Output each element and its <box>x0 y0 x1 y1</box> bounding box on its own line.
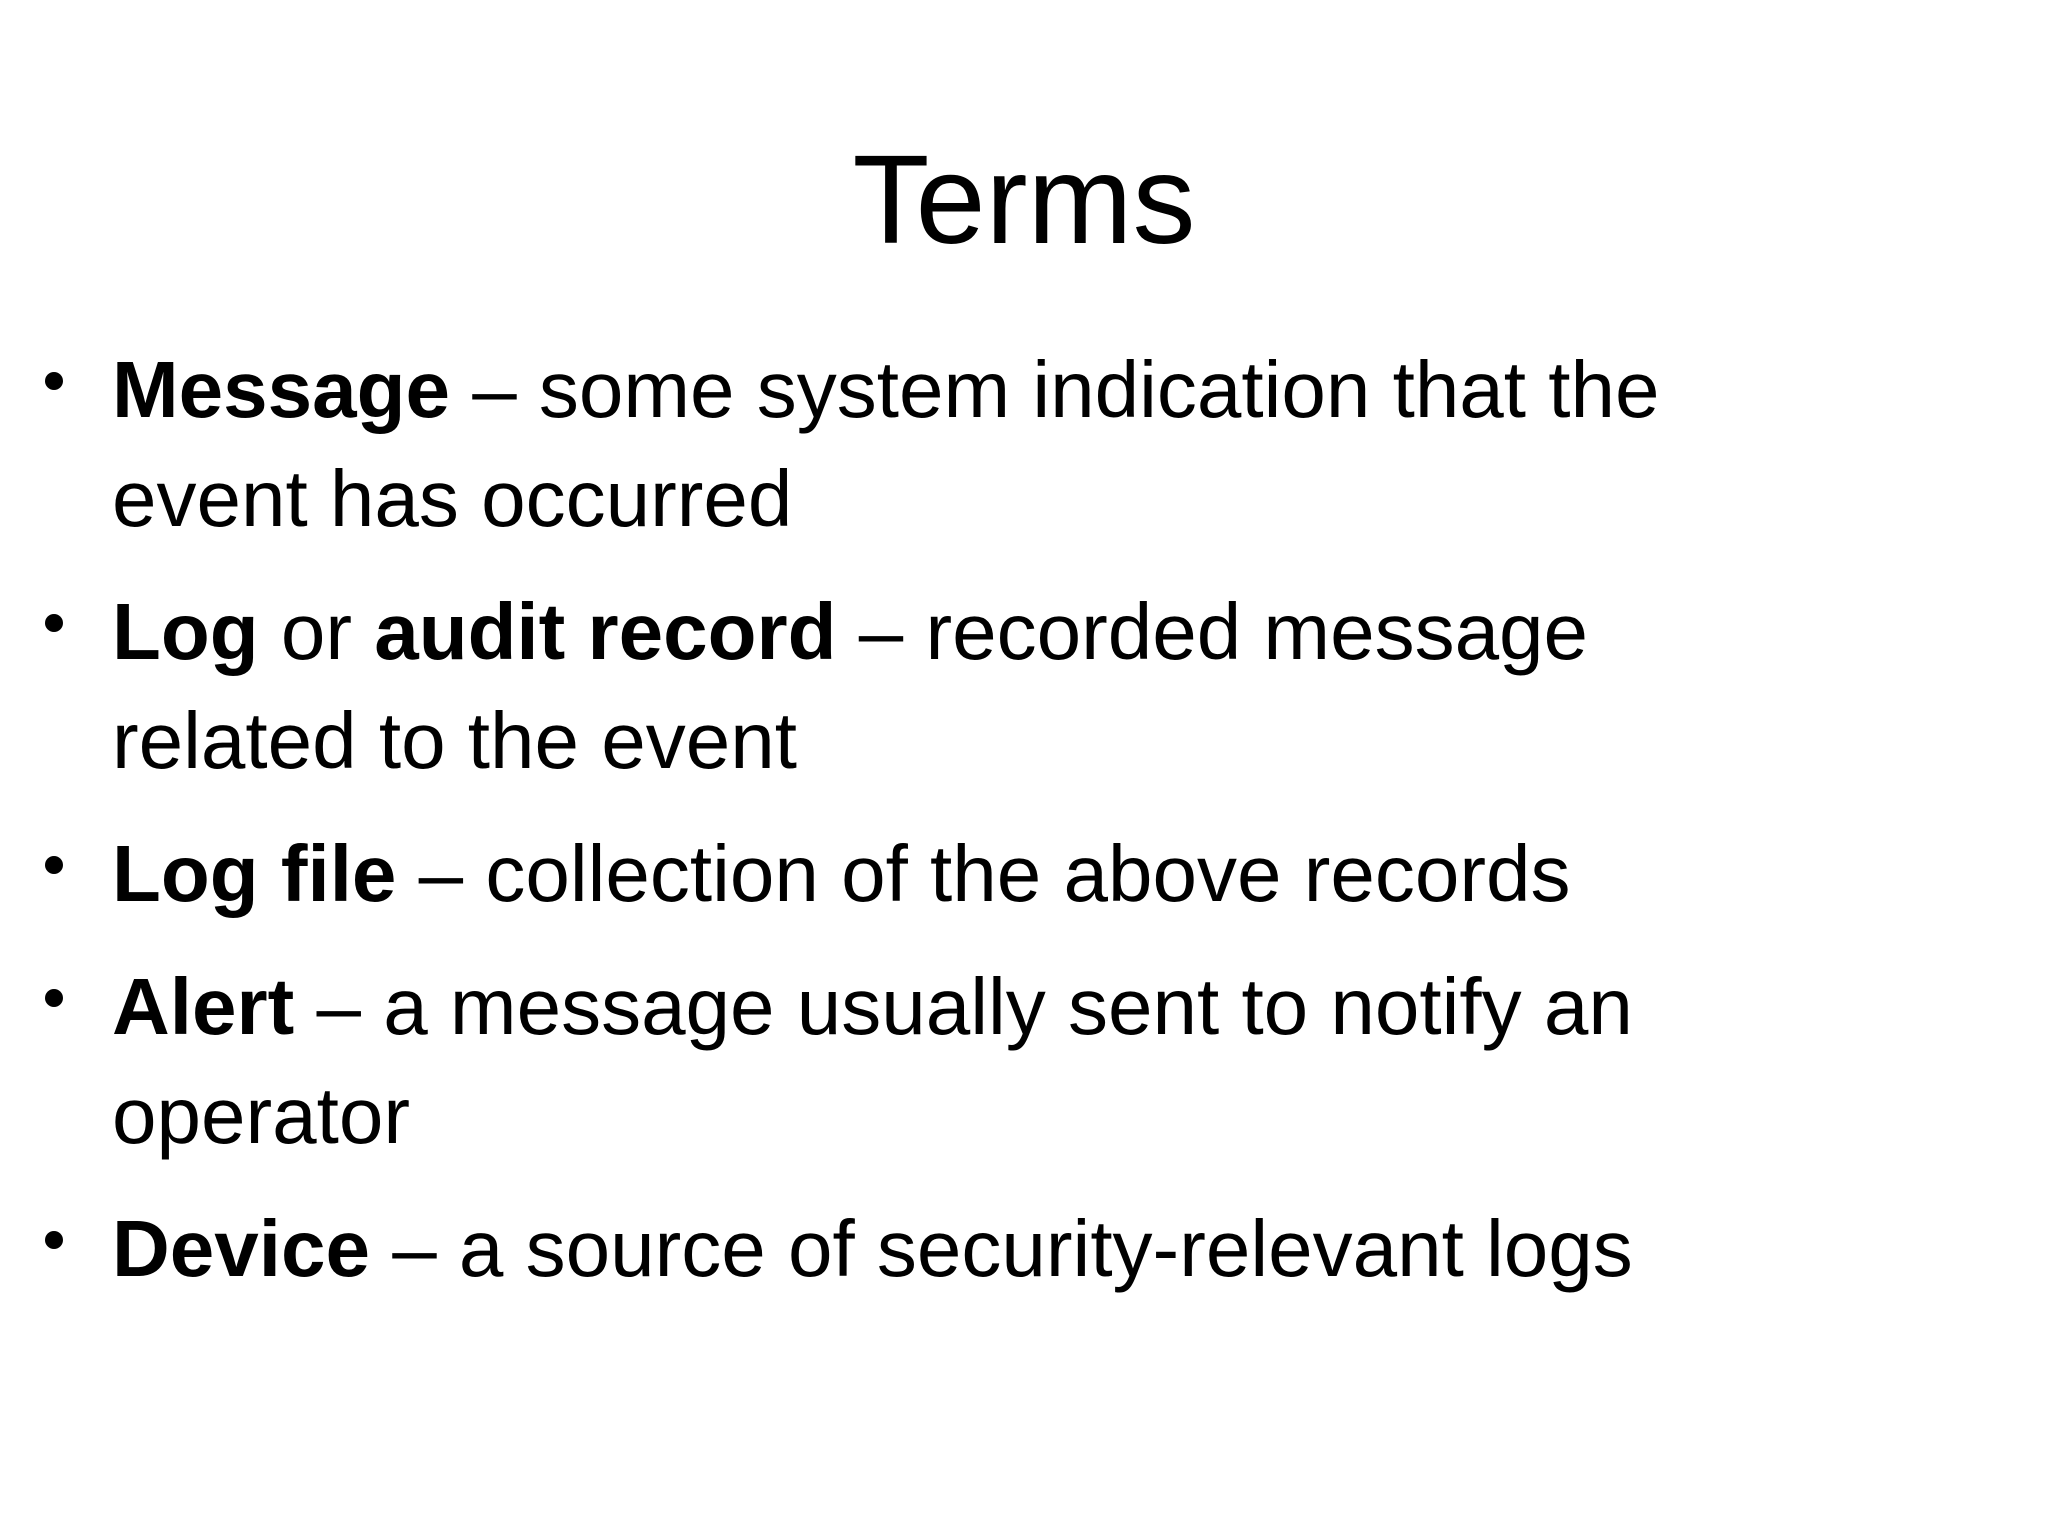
bullet-text: Device – a source of security-relevant l… <box>112 1194 1633 1303</box>
bullet-desc: – some system indication that the <box>449 345 1660 435</box>
bullet-desc: – a source of security-relevant logs <box>369 1204 1633 1294</box>
bullet-text: Log or audit record – recorded message re… <box>112 577 1588 795</box>
bullet-desc: – recorded message <box>836 587 1589 677</box>
bullet-line: Message – some system indication that th… <box>112 335 1659 444</box>
bullet-icon <box>45 614 63 633</box>
bullet-line: Alert – a message usually sent to notify… <box>112 952 1633 1061</box>
bullet-text: Message – some system indication that th… <box>112 335 1659 553</box>
bullet-item: Device – a source of security-relevant l… <box>45 1194 1988 1303</box>
bullet-term: Alert <box>112 962 295 1052</box>
bullet-term: Message <box>112 345 450 435</box>
bullet-term: audit record <box>374 587 837 677</box>
bullet-term: Log <box>112 587 259 677</box>
bullet-icon <box>45 989 63 1008</box>
bullet-line: related to the event <box>112 686 1588 795</box>
bullet-desc: related to the event <box>112 696 797 786</box>
bullet-desc: or <box>258 587 375 677</box>
bullet-text: Log file – collection of the above recor… <box>112 819 1570 928</box>
bullet-icon <box>45 1231 63 1250</box>
bullet-term: Log file <box>112 829 397 919</box>
bullet-text: Alert – a message usually sent to notify… <box>112 952 1633 1170</box>
bullet-icon <box>45 372 63 391</box>
bullet-desc: event has occurred <box>112 454 793 544</box>
bullet-desc: – a message usually sent to notify an <box>294 962 1633 1052</box>
bullet-term: Device <box>112 1204 370 1294</box>
bullet-icon <box>45 856 63 875</box>
bullet-line: Log or audit record – recorded message <box>112 577 1588 686</box>
bullet-item: Message – some system indication that th… <box>45 335 1988 553</box>
slide-title: Terms <box>852 129 1196 270</box>
bullet-line: Device – a source of security-relevant l… <box>112 1194 1633 1303</box>
bullet-list: Message – some system indication that th… <box>0 335 2048 1303</box>
bullet-item: Log file – collection of the above recor… <box>45 819 1988 928</box>
bullet-desc: operator <box>112 1071 410 1161</box>
bullet-line: event has occurred <box>112 444 1659 553</box>
bullet-line: operator <box>112 1061 1633 1170</box>
bullet-desc: – collection of the above records <box>396 829 1571 919</box>
bullet-line: Log file – collection of the above recor… <box>112 819 1570 928</box>
bullet-item: Log or audit record – recorded message re… <box>45 577 1988 795</box>
bullet-item: Alert – a message usually sent to notify… <box>45 952 1988 1170</box>
